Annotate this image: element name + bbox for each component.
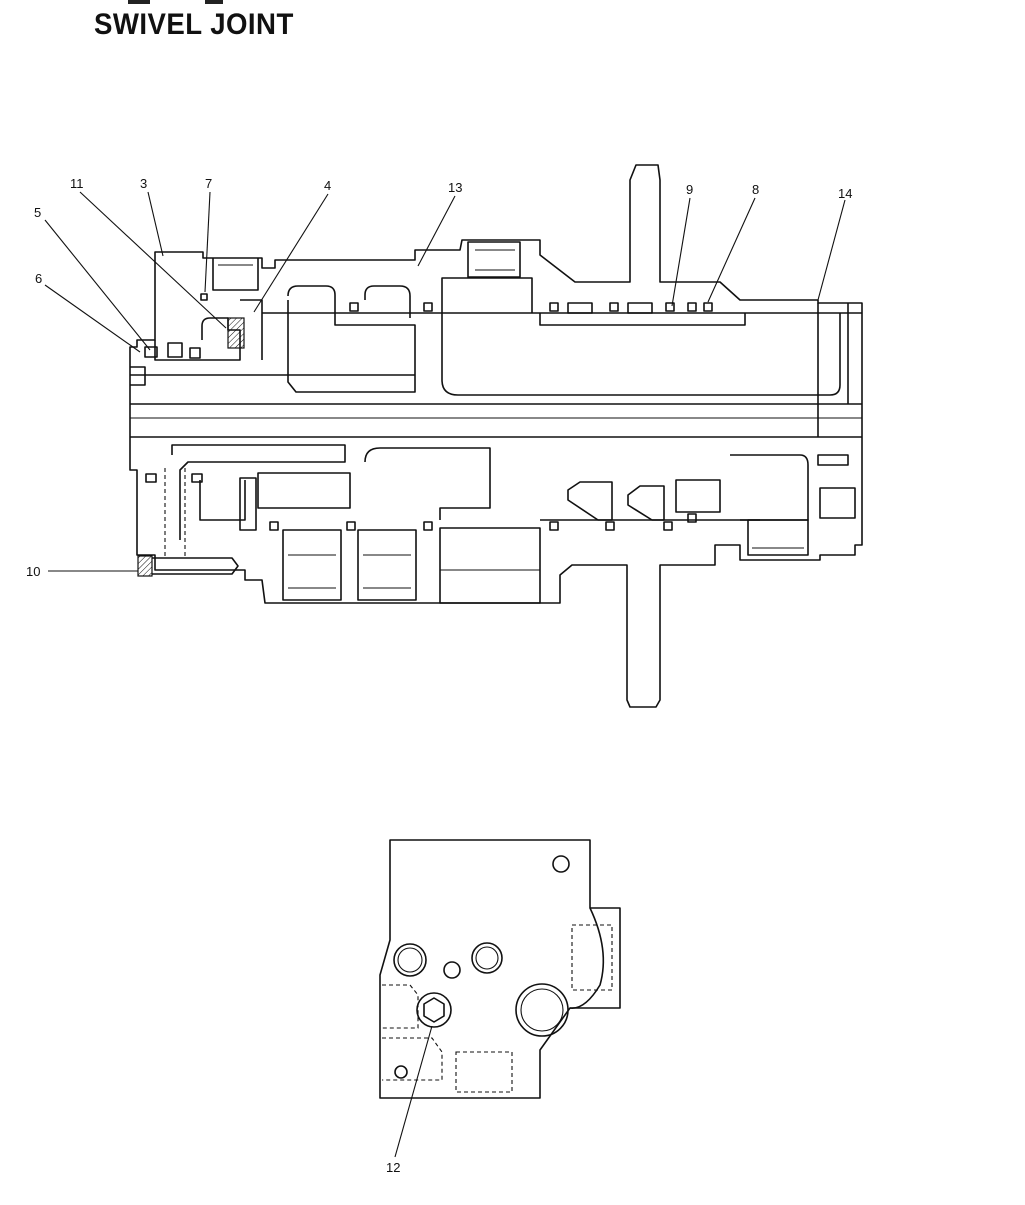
swivel-housing-outline (129, 164, 863, 708)
end-view-bulge (569, 907, 605, 1009)
end-view-outline (379, 839, 621, 1099)
upper-passage-chamber (287, 285, 416, 393)
right-groove (817, 454, 849, 466)
title-stub-mark (205, 0, 223, 4)
end-view-port (393, 943, 427, 977)
bolt-shank (152, 557, 239, 575)
end-view-hole (552, 855, 570, 873)
lower-passage-right (730, 454, 809, 521)
callout-4: 4 (324, 178, 331, 193)
callout-8: 8 (752, 182, 759, 197)
lower-passage-chamber (171, 444, 346, 540)
end-view-main-port-inner (520, 988, 564, 1032)
page-title: SWIVEL JOINT (94, 8, 294, 41)
upper-port-block (467, 241, 521, 278)
o-ring-groove (167, 342, 183, 358)
leader-lines (44, 191, 846, 572)
lower-seal-block (239, 477, 257, 531)
bolt-head-hatched (137, 555, 153, 577)
cross-section-view: 11 3 7 4 13 9 8 14 5 6 10 (26, 164, 863, 708)
end-view-port-inner (397, 947, 423, 973)
end-view-port-inner (475, 946, 499, 970)
plug-hex-icon (423, 997, 445, 1023)
callout-14: 14 (838, 186, 852, 201)
hidden-port-left (382, 984, 419, 1029)
upper-groove-box (441, 277, 533, 313)
upper-groove (539, 313, 746, 326)
seal-ring-hatched (227, 317, 245, 349)
callout-6: 6 (35, 271, 42, 286)
end-view-main-port (515, 983, 569, 1037)
title-stub-mark (128, 0, 150, 4)
leader-12 (394, 1025, 433, 1158)
callout-3: 3 (140, 176, 147, 191)
upper-long-chamber (441, 300, 841, 396)
o-ring-groove (189, 347, 201, 359)
upper-passage-chamber (364, 285, 411, 318)
callout-11: 11 (70, 176, 84, 191)
end-view-hole (394, 1065, 408, 1079)
end-view-small-port (443, 961, 461, 979)
right-port-plug (819, 487, 856, 519)
hidden-port-lower (382, 1037, 443, 1081)
callout-13: 13 (448, 180, 462, 195)
pin-mark (200, 293, 208, 301)
cover-boss (212, 258, 259, 291)
callout-12: 12 (386, 1160, 400, 1175)
plug-outer (416, 992, 452, 1028)
upper-seal-grooves (349, 302, 713, 314)
hidden-port-bottom (455, 1051, 513, 1093)
lower-seal-grooves (145, 473, 697, 531)
end-view: 12 (379, 839, 621, 1175)
callout-5: 5 (34, 205, 41, 220)
lower-port-blocks (282, 519, 809, 604)
end-view-port (471, 942, 503, 974)
callout-9: 9 (686, 182, 693, 197)
lower-long-chamber (257, 472, 351, 509)
shaft-nose (130, 366, 146, 386)
lower-inner-wall (199, 480, 246, 521)
callout-10: 10 (26, 564, 40, 579)
valve-block (675, 479, 721, 513)
callout-7: 7 (205, 176, 212, 191)
hidden-port-right (571, 924, 613, 991)
o-ring-groove (144, 346, 158, 358)
lower-passage-chamber (364, 447, 491, 520)
